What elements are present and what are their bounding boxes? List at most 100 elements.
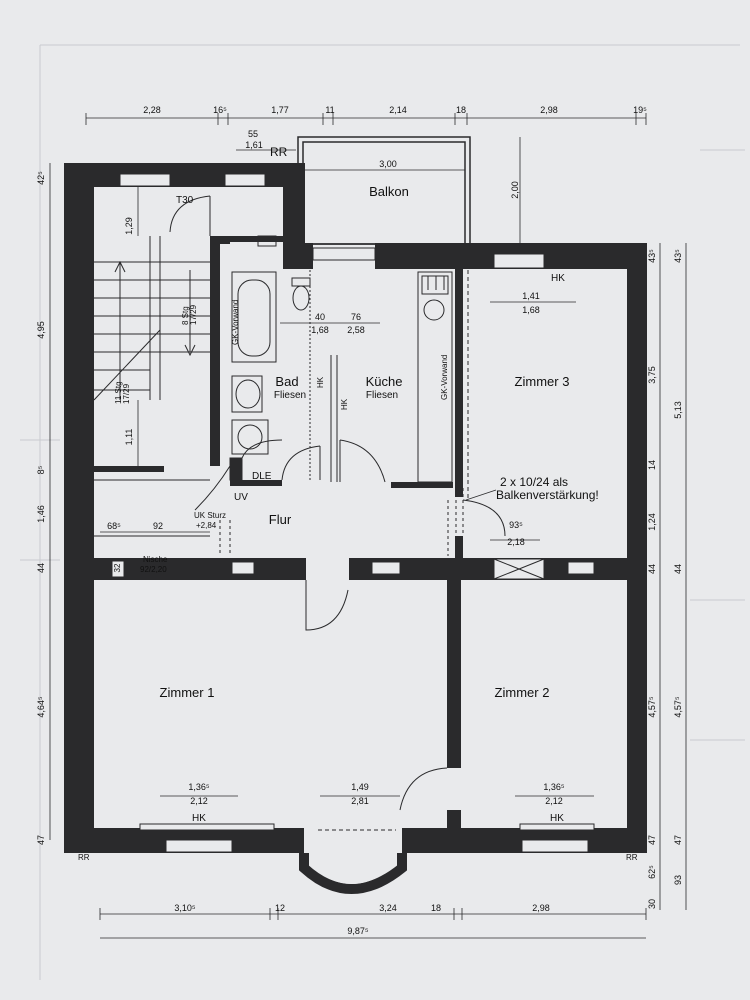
dim-left-6: 4,64⁵ [36, 696, 46, 718]
dim-z1-1365: 1,36⁵ [188, 782, 210, 792]
label-hk-zimmer3: HK [551, 273, 565, 284]
doors [169, 195, 506, 811]
dim-right-outer-5: 47 [673, 835, 683, 845]
dim-right-inner-8: 62⁵ [647, 865, 657, 879]
room-balkon: Balkon [369, 184, 409, 199]
dim-mid-281: 2,81 [351, 796, 369, 806]
note-leader [465, 489, 497, 501]
dim-nische-32: 32 [113, 563, 122, 572]
dim-z3-218: 2,18 [507, 537, 525, 547]
room-zimmer3: Zimmer 3 [515, 374, 570, 389]
dim-right-inner-2: 3,75 [647, 366, 657, 384]
dim-top-7: 2,98 [540, 105, 558, 115]
dim-z2-1365: 1,36⁵ [543, 782, 565, 792]
room-zimmer1: Zimmer 1 [160, 685, 215, 700]
dim-right-outer-2: 5,13 [673, 401, 683, 419]
dim-left-3: 8⁵ [36, 465, 46, 474]
label-stair-top2: 17/29 [189, 304, 198, 325]
label-t30: T30 [176, 195, 194, 206]
label-uk-sturz-val: +2,84 [196, 521, 217, 530]
bathtub [231, 271, 277, 363]
balkon-outline [297, 136, 471, 245]
label-stair-bottom2: 17/29 [122, 383, 131, 404]
dim-right-inner-1: 43⁵ [647, 249, 657, 263]
dim-mid-149: 1,49 [351, 782, 369, 792]
washbasins [231, 375, 269, 455]
label-nische: Nische [143, 555, 168, 564]
walls [64, 163, 647, 853]
wall-niches [111, 558, 595, 580]
label-rr-left: RR [78, 853, 90, 862]
dim-right-inner-5: 44 [647, 564, 657, 574]
dim-left: 42⁵ 4,95 8⁵ 1,46 44 4,64⁵ 47 1,29 1,11 6… [36, 171, 163, 845]
dim-bottom: 3,10⁵ 12 3,24 18 2,98 9,87⁵ [174, 903, 549, 936]
dim-top-8: 19⁵ [633, 105, 647, 115]
label-uv: UV [234, 492, 248, 503]
dim-top-55: 55 [248, 129, 258, 139]
label-hk-zimmer2: HK [550, 813, 564, 824]
label-nische-val: 92/2,20 [140, 565, 167, 574]
dim-right-inner-9: 30 [647, 899, 657, 909]
dim-bad-168: 1,68 [311, 325, 329, 335]
room-zimmer2: Zimmer 2 [495, 685, 550, 700]
dim-bottom-1: 3,10⁵ [174, 903, 196, 913]
dim-top-2: 16⁵ [213, 105, 227, 115]
dim-left-129: 1,29 [124, 217, 134, 235]
dim-z2-212: 2,12 [545, 796, 563, 806]
dim-right: 43⁵ 3,75 14 1,24 44 4,57⁵ 47 62⁵ 30 43⁵ … [647, 249, 683, 909]
dim-left-5: 44 [36, 563, 46, 573]
dim-z3-141: 1,41 [522, 291, 540, 301]
label-rr-right: RR [626, 853, 638, 862]
room-kueche-sub: Fliesen [366, 390, 398, 401]
dim-inner: 40 1,68 76 2,58 1,41 1,68 93⁵ 2,18 1,36⁵… [188, 291, 565, 806]
label-hk-zimmer1: HK [192, 813, 206, 824]
dim-right-outer-6: 93 [673, 875, 683, 885]
dim-bottom-2: 12 [275, 903, 285, 913]
label-stair-bottom: 11 Stg [114, 381, 123, 404]
dim-left-7: 47 [36, 835, 46, 845]
room-kueche: Küche [366, 374, 403, 389]
dim-top: 2,28 16⁵ 1,77 11 2,14 18 2,98 19⁵ 55 1,6… [143, 105, 647, 199]
room-bad-sub: Fliesen [274, 390, 306, 401]
dim-left-4: 1,46 [36, 505, 46, 523]
dim-bad-40: 40 [315, 312, 325, 322]
label-hk-kueche: HK [340, 398, 349, 410]
dim-z1-212: 2,12 [190, 796, 208, 806]
windows [119, 173, 595, 853]
dim-bottom-5: 2,98 [532, 903, 550, 913]
dim-balkon-w: 3,00 [379, 159, 397, 169]
dim-left-111: 1,11 [124, 429, 134, 446]
room-flur: Flur [269, 512, 292, 527]
dim-right-inner-7: 47 [647, 835, 657, 845]
dim-left-2: 4,95 [36, 321, 46, 339]
dim-right-inner-6: 4,57⁵ [647, 696, 657, 718]
bay-window [299, 829, 407, 894]
label-gk-vorwand-bad: GK-Vorwand [231, 300, 240, 345]
dim-top-5: 2,14 [389, 105, 407, 115]
note-line2: Balkenverstärkung! [496, 488, 599, 502]
note-line1: 2 x 10/24 als [500, 475, 568, 489]
dim-bottom-4: 18 [431, 903, 441, 913]
room-bad: Bad [275, 374, 298, 389]
label-rr-top: RR [270, 145, 288, 159]
label-stair-top: 8 Stg [181, 306, 190, 325]
label-hk-bad: HK [316, 376, 325, 388]
dim-bad-258: 2,58 [347, 325, 365, 335]
dim-left-1: 42⁵ [36, 171, 46, 185]
label-dle: DLE [252, 471, 272, 482]
dim-bottom-3: 3,24 [379, 903, 397, 913]
dim-right-outer-4: 4,57⁵ [673, 696, 683, 718]
label-gk-vorwand-kueche: GK-Vorwand [440, 355, 449, 400]
dim-right-outer-1: 43⁵ [673, 249, 683, 263]
dim-flur-685: 68⁵ [107, 521, 121, 531]
hk-bars [330, 355, 338, 482]
dim-flur-92: 92 [153, 521, 163, 531]
dim-top-161: 1,61 [245, 140, 263, 150]
dim-right-outer-3: 44 [673, 564, 683, 574]
sheet-lines [20, 44, 745, 980]
toilet [291, 277, 311, 311]
kitchen-fixtures [417, 271, 453, 483]
dim-bad-76: 76 [351, 312, 361, 322]
dim-top-6: 18 [456, 105, 466, 115]
dim-bottom-total: 9,87⁵ [347, 926, 369, 936]
